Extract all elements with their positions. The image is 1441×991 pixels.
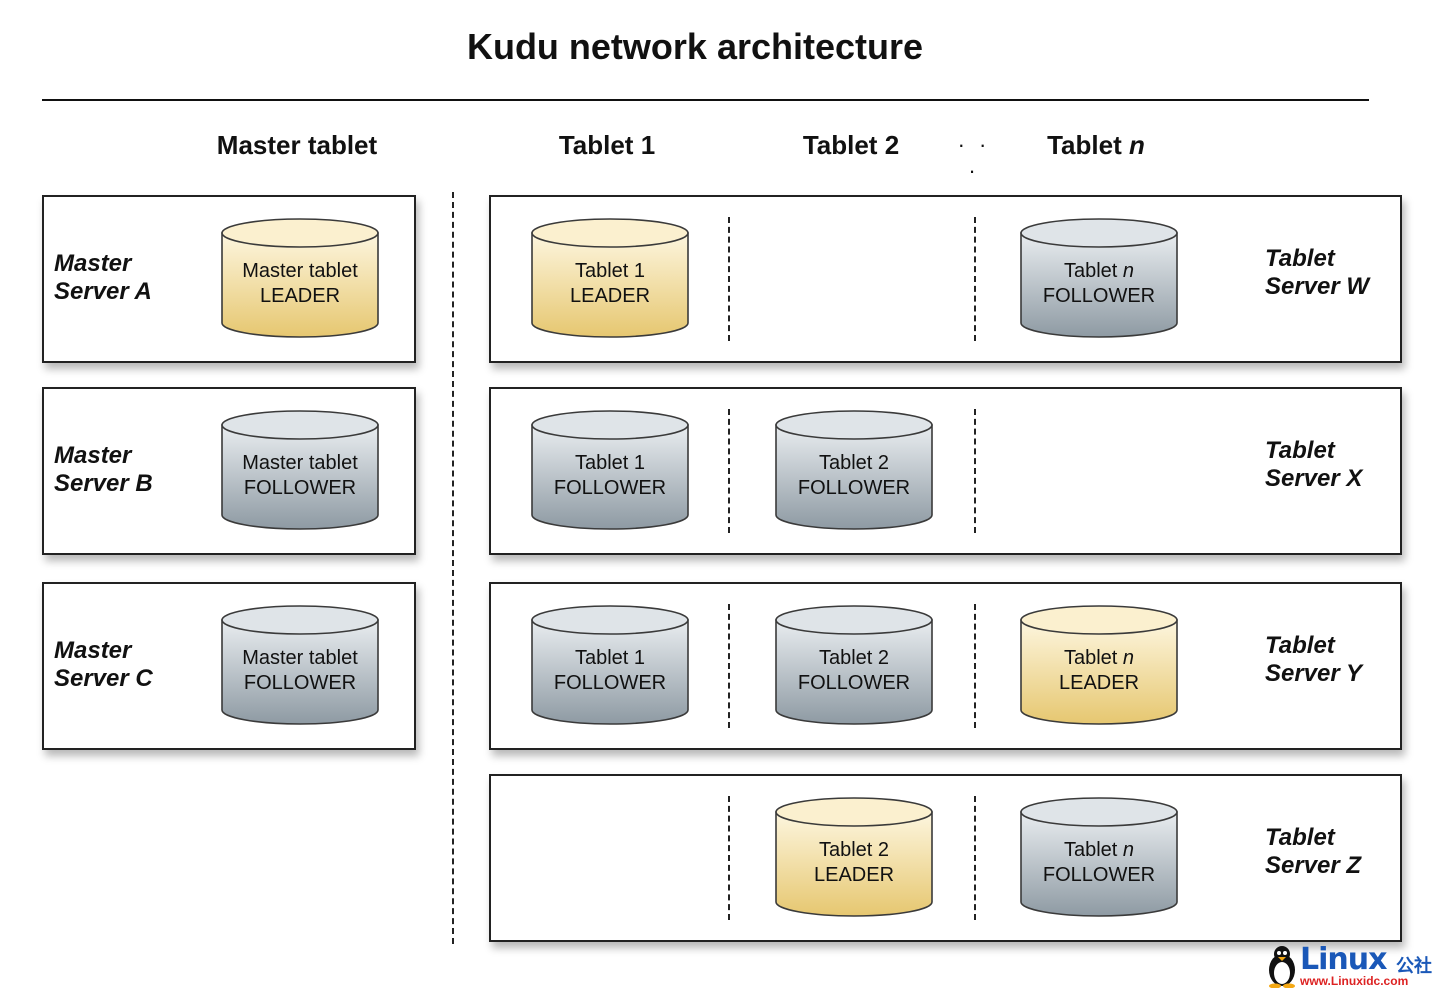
tablet-label: Tablet n LEADER	[1019, 646, 1179, 696]
tablet-name: Tablet 1	[574, 260, 646, 282]
tablet-label: Tablet 1 LEADER	[530, 259, 690, 309]
tablet-role: FOLLOWER	[797, 477, 911, 499]
tablet-cylinder: Tablet 2 FOLLOWER	[774, 604, 934, 728]
tablet-cylinder: Tablet 2 LEADER	[774, 796, 934, 920]
tablet-name: Master tablet	[242, 452, 358, 474]
tablet-column-divider	[974, 604, 976, 728]
diagram-title: Kudu network architecture	[466, 26, 924, 67]
tablet-cylinder: Tablet 1 FOLLOWER	[530, 409, 690, 533]
cylinder-shape	[221, 410, 379, 530]
tablet-label: Tablet n FOLLOWER	[1019, 259, 1179, 309]
cylinder-shape	[1020, 797, 1178, 917]
tablet-role: FOLLOWER	[553, 477, 667, 499]
column-header-tablet-1: Tablet 1	[558, 130, 656, 160]
tablet-label: Tablet 1 FOLLOWER	[530, 451, 690, 501]
column-ellipsis: · · ·	[957, 132, 991, 183]
tablet-role: LEADER	[259, 285, 341, 307]
tablet-name: Tablet 1	[574, 647, 646, 669]
tablet-column-divider	[974, 796, 976, 920]
watermark-url: www.Linuxidc.com	[1300, 974, 1409, 988]
tablet-role: LEADER	[1058, 672, 1140, 694]
tablet-name: Tablet 2	[818, 452, 890, 474]
tablet-column-divider	[728, 409, 730, 533]
tablet-name: Master tablet	[242, 260, 358, 282]
tablet-cylinder: Tablet 2 FOLLOWER	[774, 409, 934, 533]
cylinder-shape	[775, 605, 933, 725]
cylinder-shape	[1020, 218, 1178, 338]
tablet-column-divider	[728, 796, 730, 920]
tablet-role: FOLLOWER	[1042, 864, 1156, 886]
tablet-name: Tablet 1	[574, 452, 646, 474]
tablet-column-divider	[728, 604, 730, 728]
cylinder-shape	[775, 410, 933, 530]
tablet-column-divider	[974, 409, 976, 533]
tablet-role: FOLLOWER	[243, 672, 357, 694]
tablet-cylinder: Tablet n LEADER	[1019, 604, 1179, 728]
tablet-label: Tablet 2 FOLLOWER	[774, 451, 934, 501]
watermark-logo: Linux 公社 www.Linuxidc.com	[1266, 942, 1438, 990]
column-header-tablet-n: Tablet n	[1047, 130, 1145, 160]
column-header-tablet-2: Tablet 2	[802, 130, 900, 160]
cylinder-shape	[531, 218, 689, 338]
tablet-label: Tablet 2 LEADER	[774, 838, 934, 888]
tablet-name: Tablet n	[1063, 839, 1135, 861]
tablet-cylinder: Tablet n FOLLOWER	[1019, 217, 1179, 341]
tablet-role: FOLLOWER	[797, 672, 911, 694]
tablet-server-box: Tablet 1 FOLLOWER Tablet 2 FOLLOWER Tablet…	[489, 582, 1402, 750]
tablet-role: LEADER	[569, 285, 651, 307]
master-tablet-divider	[452, 192, 454, 944]
tablet-role: FOLLOWER	[553, 672, 667, 694]
cylinder-shape	[1020, 605, 1178, 725]
tablet-name: Master tablet	[242, 647, 358, 669]
tablet-name: Tablet n	[1063, 647, 1135, 669]
tablet-column-divider	[728, 217, 730, 341]
tablet-name: Tablet 2	[818, 839, 890, 861]
tablet-role: LEADER	[813, 864, 895, 886]
tablet-cylinder: Tablet n FOLLOWER	[1019, 796, 1179, 920]
cylinder-shape	[531, 605, 689, 725]
tablet-column-divider	[974, 217, 976, 341]
tablet-name: Tablet n	[1063, 260, 1135, 282]
cylinder-shape	[221, 218, 379, 338]
cylinder-shape	[531, 410, 689, 530]
title-divider	[42, 99, 1369, 101]
cylinder-shape	[775, 797, 933, 917]
tablet-name: Tablet 2	[818, 647, 890, 669]
watermark-brand: Linux	[1300, 942, 1387, 977]
tablet-label: Tablet 2 FOLLOWER	[774, 646, 934, 696]
penguin-icon	[1269, 946, 1295, 988]
column-header-master-tablet: Master tablet	[216, 130, 378, 160]
tablet-cylinder: Tablet 1 LEADER	[530, 217, 690, 341]
tablet-label: Tablet 1 FOLLOWER	[530, 646, 690, 696]
tablet-label: Tablet n FOLLOWER	[1019, 838, 1179, 888]
watermark-brand-cn: 公社	[1396, 956, 1432, 976]
tablet-role: FOLLOWER	[1042, 285, 1156, 307]
tablet-cylinder: Tablet 1 FOLLOWER	[530, 604, 690, 728]
tablet-role: FOLLOWER	[243, 477, 357, 499]
cylinder-shape	[221, 605, 379, 725]
